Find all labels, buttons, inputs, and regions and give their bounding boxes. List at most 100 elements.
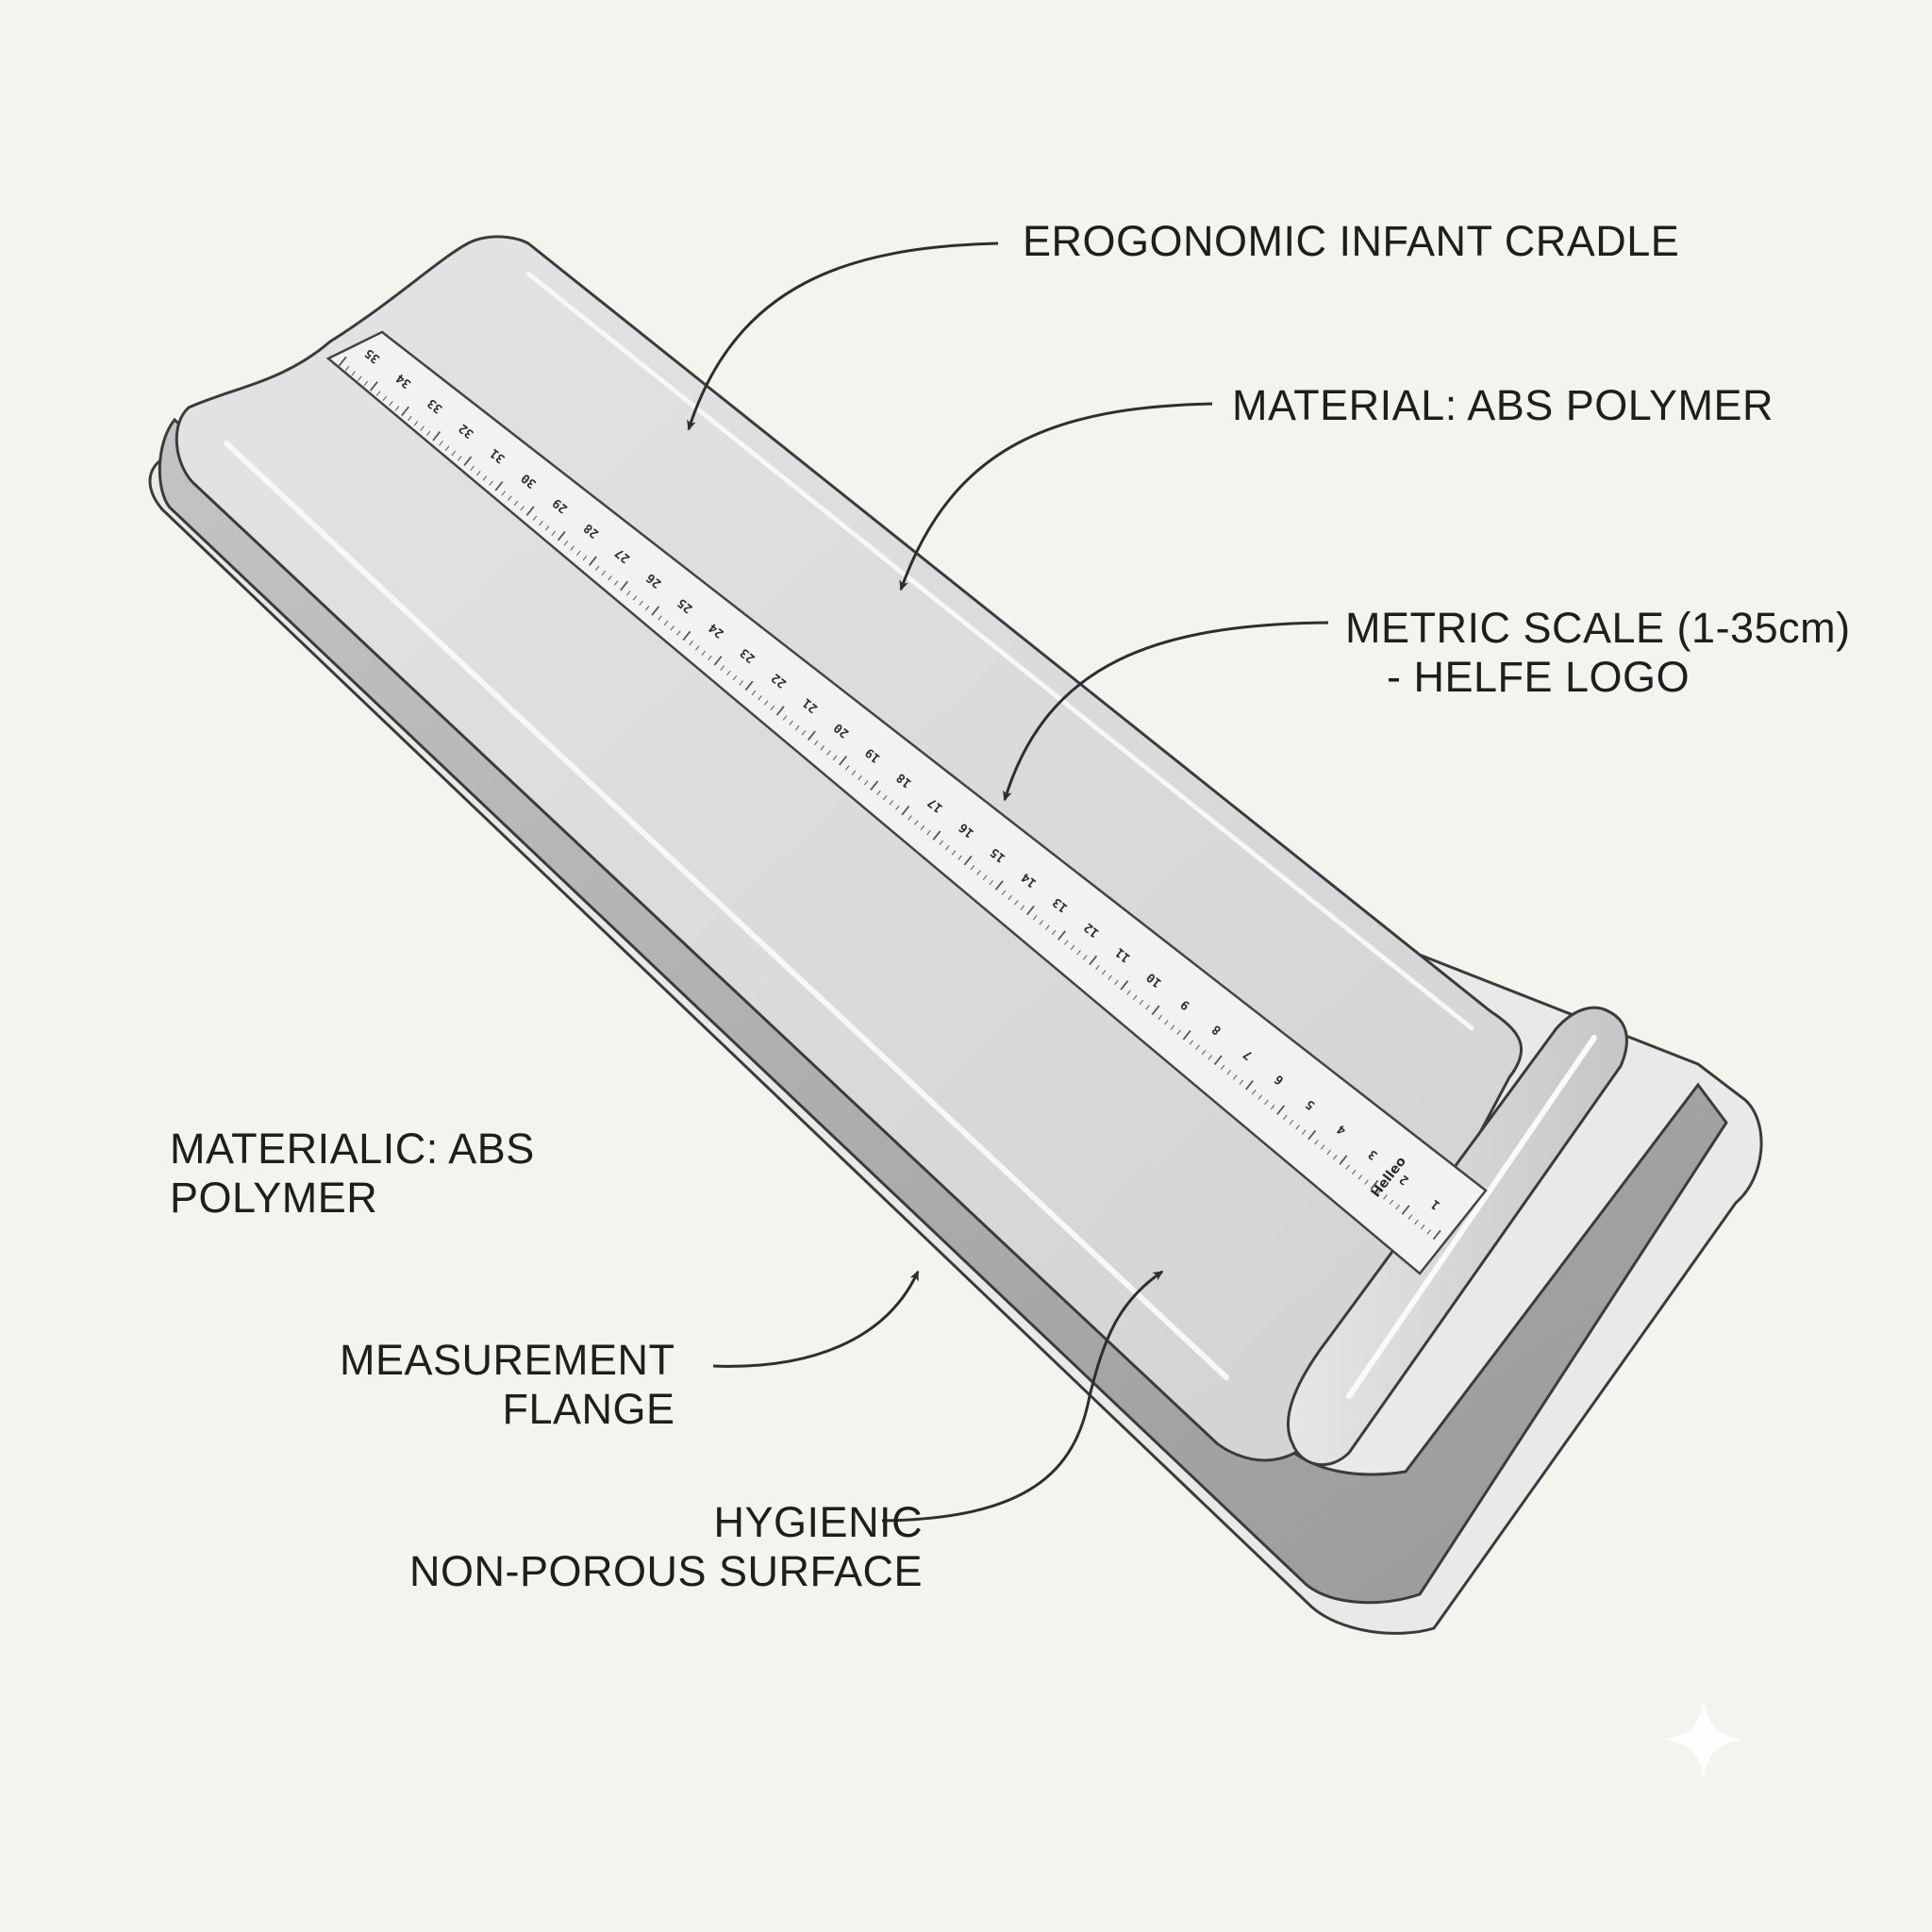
ruler-tick xyxy=(775,706,785,716)
ruler-tick xyxy=(470,465,475,472)
ruler-tick xyxy=(851,770,857,775)
ruler-tick xyxy=(751,690,757,696)
ruler-strip xyxy=(325,330,1488,1275)
ruler-tick xyxy=(726,670,731,676)
ruler-tick xyxy=(489,480,493,486)
ruler-tick xyxy=(689,640,693,646)
hygienic-non-porous-surface xyxy=(175,235,1524,1462)
cradle-contour-right xyxy=(525,271,1474,1031)
ruler-tick xyxy=(626,591,631,596)
tray-side-wall xyxy=(158,417,1728,1605)
ruler-tick xyxy=(1364,1179,1369,1185)
callout-metric-scale-line2: - HELFE LOGO xyxy=(1387,653,1690,701)
leader-surface xyxy=(881,1270,1164,1523)
ruler-tick xyxy=(1289,1119,1294,1125)
ruler-tick xyxy=(1307,1129,1317,1141)
leader-flange xyxy=(712,1270,920,1368)
callout-metric-scale-line1: METRIC SCALE (1-35cm) xyxy=(1345,604,1851,652)
ruler-tick xyxy=(539,520,543,526)
ruler-tick xyxy=(563,541,569,546)
ruler-tick xyxy=(701,650,707,656)
ruler-tick xyxy=(1164,1020,1169,1025)
ruler-tick xyxy=(1070,944,1075,951)
ruler-tick xyxy=(363,380,369,387)
ruler-tick xyxy=(926,830,931,836)
cradle-contour-left xyxy=(224,441,1229,1380)
ruler-tick xyxy=(713,656,723,666)
ruler-tick xyxy=(358,375,362,381)
ruler-tick xyxy=(826,750,831,756)
ruler-tick xyxy=(1101,970,1107,975)
ruler-tick xyxy=(845,765,850,771)
ruler-tick xyxy=(1145,1005,1150,1010)
ruler-tick xyxy=(475,471,481,476)
ruler-tick xyxy=(375,391,381,396)
ruler-tick xyxy=(1432,1229,1441,1241)
ruler-tick xyxy=(676,630,681,636)
ruler-tick xyxy=(351,371,356,376)
ruler-tick xyxy=(458,456,462,461)
ruler-tick xyxy=(820,745,825,751)
ruler-tick xyxy=(994,880,1004,891)
callout-cradle: EROGONOMIC INFANT CRADLE xyxy=(1023,217,1679,266)
ruler-tick xyxy=(1089,955,1098,966)
ruler-tick xyxy=(1126,990,1131,995)
ruler-tick xyxy=(1039,920,1044,925)
ruler-tick xyxy=(601,570,607,576)
ruler-tick xyxy=(1008,894,1012,901)
ruler-tick xyxy=(1320,1144,1325,1150)
ruler-tick xyxy=(1108,974,1112,980)
ruler-tick xyxy=(889,800,893,806)
ruler-tick xyxy=(594,565,600,571)
ruler-tick xyxy=(432,431,441,441)
ruler-tick xyxy=(1220,1064,1225,1071)
ruler-tick xyxy=(1051,929,1057,936)
callout-metric-scale: METRIC SCALE (1-35cm) - HELFE LOGO xyxy=(1345,604,1851,702)
sparkle-icon xyxy=(1662,1698,1745,1781)
ruler-tick xyxy=(1158,1014,1162,1021)
ruler-tick xyxy=(1244,1079,1254,1091)
ruler-tick xyxy=(1208,1055,1213,1060)
ruler-tick xyxy=(1407,1214,1413,1220)
ruler-tick xyxy=(632,595,638,601)
ruler-tick xyxy=(1213,1055,1223,1065)
ruler-ticks xyxy=(338,356,1441,1241)
ruler-tick xyxy=(895,805,900,810)
ruler-tick xyxy=(494,480,504,491)
ruler-tick xyxy=(620,580,628,591)
ruler-tick xyxy=(401,406,409,417)
ruler-tick xyxy=(1001,890,1007,895)
ruler-tick xyxy=(901,805,910,816)
ruler-tick xyxy=(970,865,975,871)
ruler-tick xyxy=(439,441,443,446)
ruler-tick xyxy=(551,530,557,536)
ruler-tick xyxy=(344,365,350,372)
ruler-tick xyxy=(795,724,800,731)
ruler-tick xyxy=(801,730,807,736)
ruler-tick xyxy=(570,545,575,551)
callout-surface-line2: NON-POROUS SURFACE xyxy=(409,1547,924,1595)
ruler-tick xyxy=(651,606,660,616)
callout-cradle-text: EROGONOMIC INFANT CRADLE xyxy=(1023,217,1680,265)
ruler-tick xyxy=(839,756,847,766)
ruler-tick xyxy=(958,855,962,860)
ruler-tick xyxy=(1257,1094,1263,1100)
ruler-tick xyxy=(739,680,743,686)
ruler-tick xyxy=(789,720,793,725)
ruler-tick xyxy=(1301,1129,1307,1135)
ruler-tick xyxy=(1120,980,1129,991)
ruler-tick xyxy=(1082,955,1088,960)
ruler-tick xyxy=(451,450,456,457)
ruler-tick xyxy=(444,445,450,451)
ruler-tick xyxy=(763,700,769,706)
ruler-tick xyxy=(1426,1229,1432,1235)
ruler-tick xyxy=(663,620,669,626)
ruler-tick xyxy=(1295,1124,1300,1130)
ruler-tick xyxy=(557,530,566,541)
ruler-tick xyxy=(1045,924,1050,930)
callout-material-alt-line1: MATERIALIC: ABS xyxy=(170,1124,535,1173)
ruler-tick xyxy=(544,525,550,531)
ruler-tick xyxy=(708,655,712,661)
